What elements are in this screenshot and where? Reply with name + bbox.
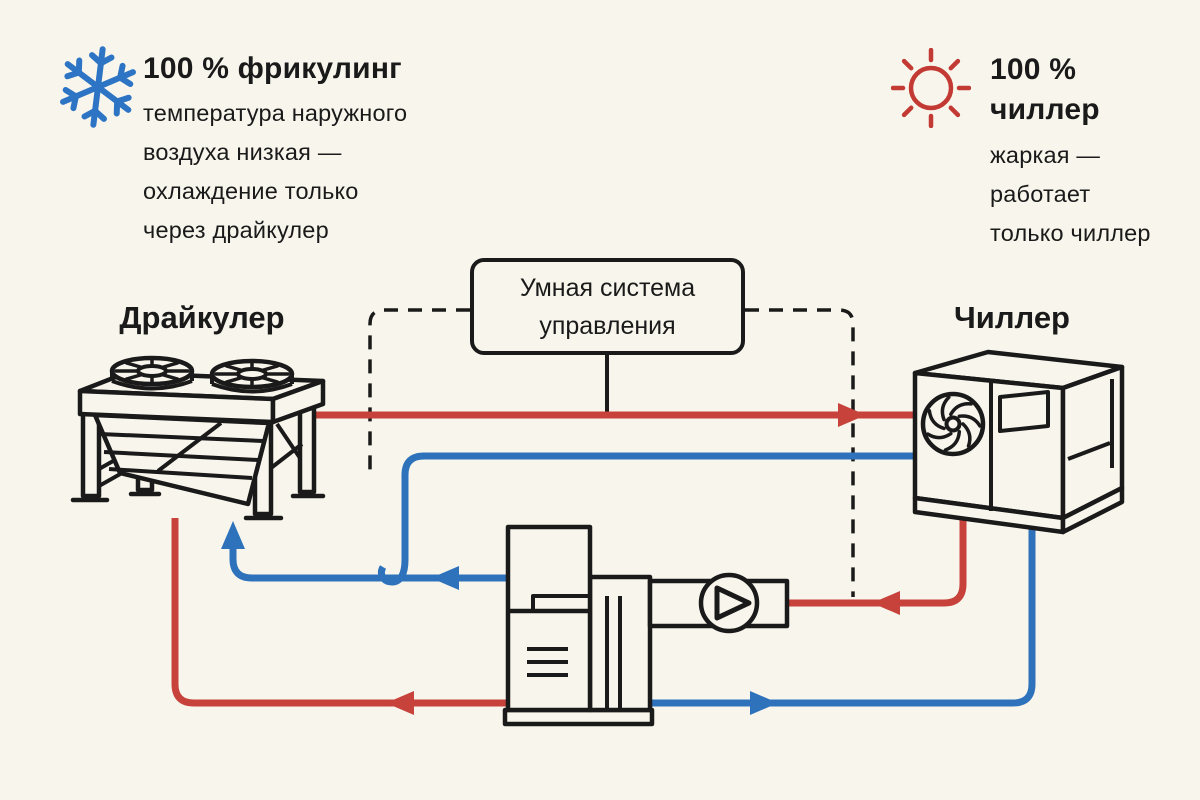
text-line: работает — [990, 181, 1091, 207]
pipe-hot-unit-to-drycooler — [171, 518, 510, 707]
snowflake-icon — [60, 46, 136, 128]
control-system-box: Умная система управления — [470, 258, 745, 355]
text-line: жаркая — — [990, 142, 1101, 168]
dry-cooler-illustration — [70, 355, 326, 521]
arrow-red-left-bottom — [386, 691, 414, 715]
text-line: через драйкулер — [143, 217, 329, 243]
pipe-cold-chiller-branch — [377, 452, 916, 586]
freecooling-title: 100 % фрикулинг — [143, 52, 402, 85]
hot-water-pipes — [171, 403, 967, 715]
control-box-line: Умная система — [519, 273, 696, 302]
arrow-blue-left — [431, 566, 459, 590]
text-line: только чиллер — [990, 220, 1151, 246]
fan-icon — [109, 355, 195, 391]
fan-icon — [920, 391, 986, 457]
chiller-mode-title: 100 % чиллер — [990, 50, 1100, 130]
pipe-cold-to-drycooler — [229, 542, 510, 582]
text-line: 100 % — [990, 53, 1077, 86]
text-line: охлаждение только — [143, 178, 359, 204]
cold-water-pipes — [221, 452, 1036, 715]
pipe-hot-chiller-to-pump — [786, 500, 967, 607]
chiller-mode-description: жаркая — работает только чиллер — [990, 136, 1151, 253]
text-line: температура наружного — [143, 100, 408, 126]
dry-cooler-label: Драйкулер — [119, 300, 285, 335]
pipe-cold-unit-to-chiller — [648, 522, 1036, 707]
control-dashed-lines — [368, 308, 855, 597]
arrow-blue-right — [750, 691, 778, 715]
sun-icon — [891, 48, 971, 128]
pump-icon — [698, 572, 760, 634]
arrow-blue-up — [221, 521, 245, 549]
text-line: воздуха низкая — — [143, 139, 342, 165]
chiller-label: Чиллер — [954, 300, 1070, 335]
freecooling-description: температура наружного воздуха низкая — о… — [143, 94, 407, 250]
control-box-line: управления — [539, 311, 676, 340]
indoor-unit-illustration — [502, 524, 790, 727]
fan-icon — [209, 358, 295, 394]
arrow-red-right — [838, 403, 866, 427]
arrow-red-left — [872, 591, 900, 615]
chiller-illustration — [912, 349, 1125, 535]
text-line: чиллер — [990, 93, 1100, 126]
